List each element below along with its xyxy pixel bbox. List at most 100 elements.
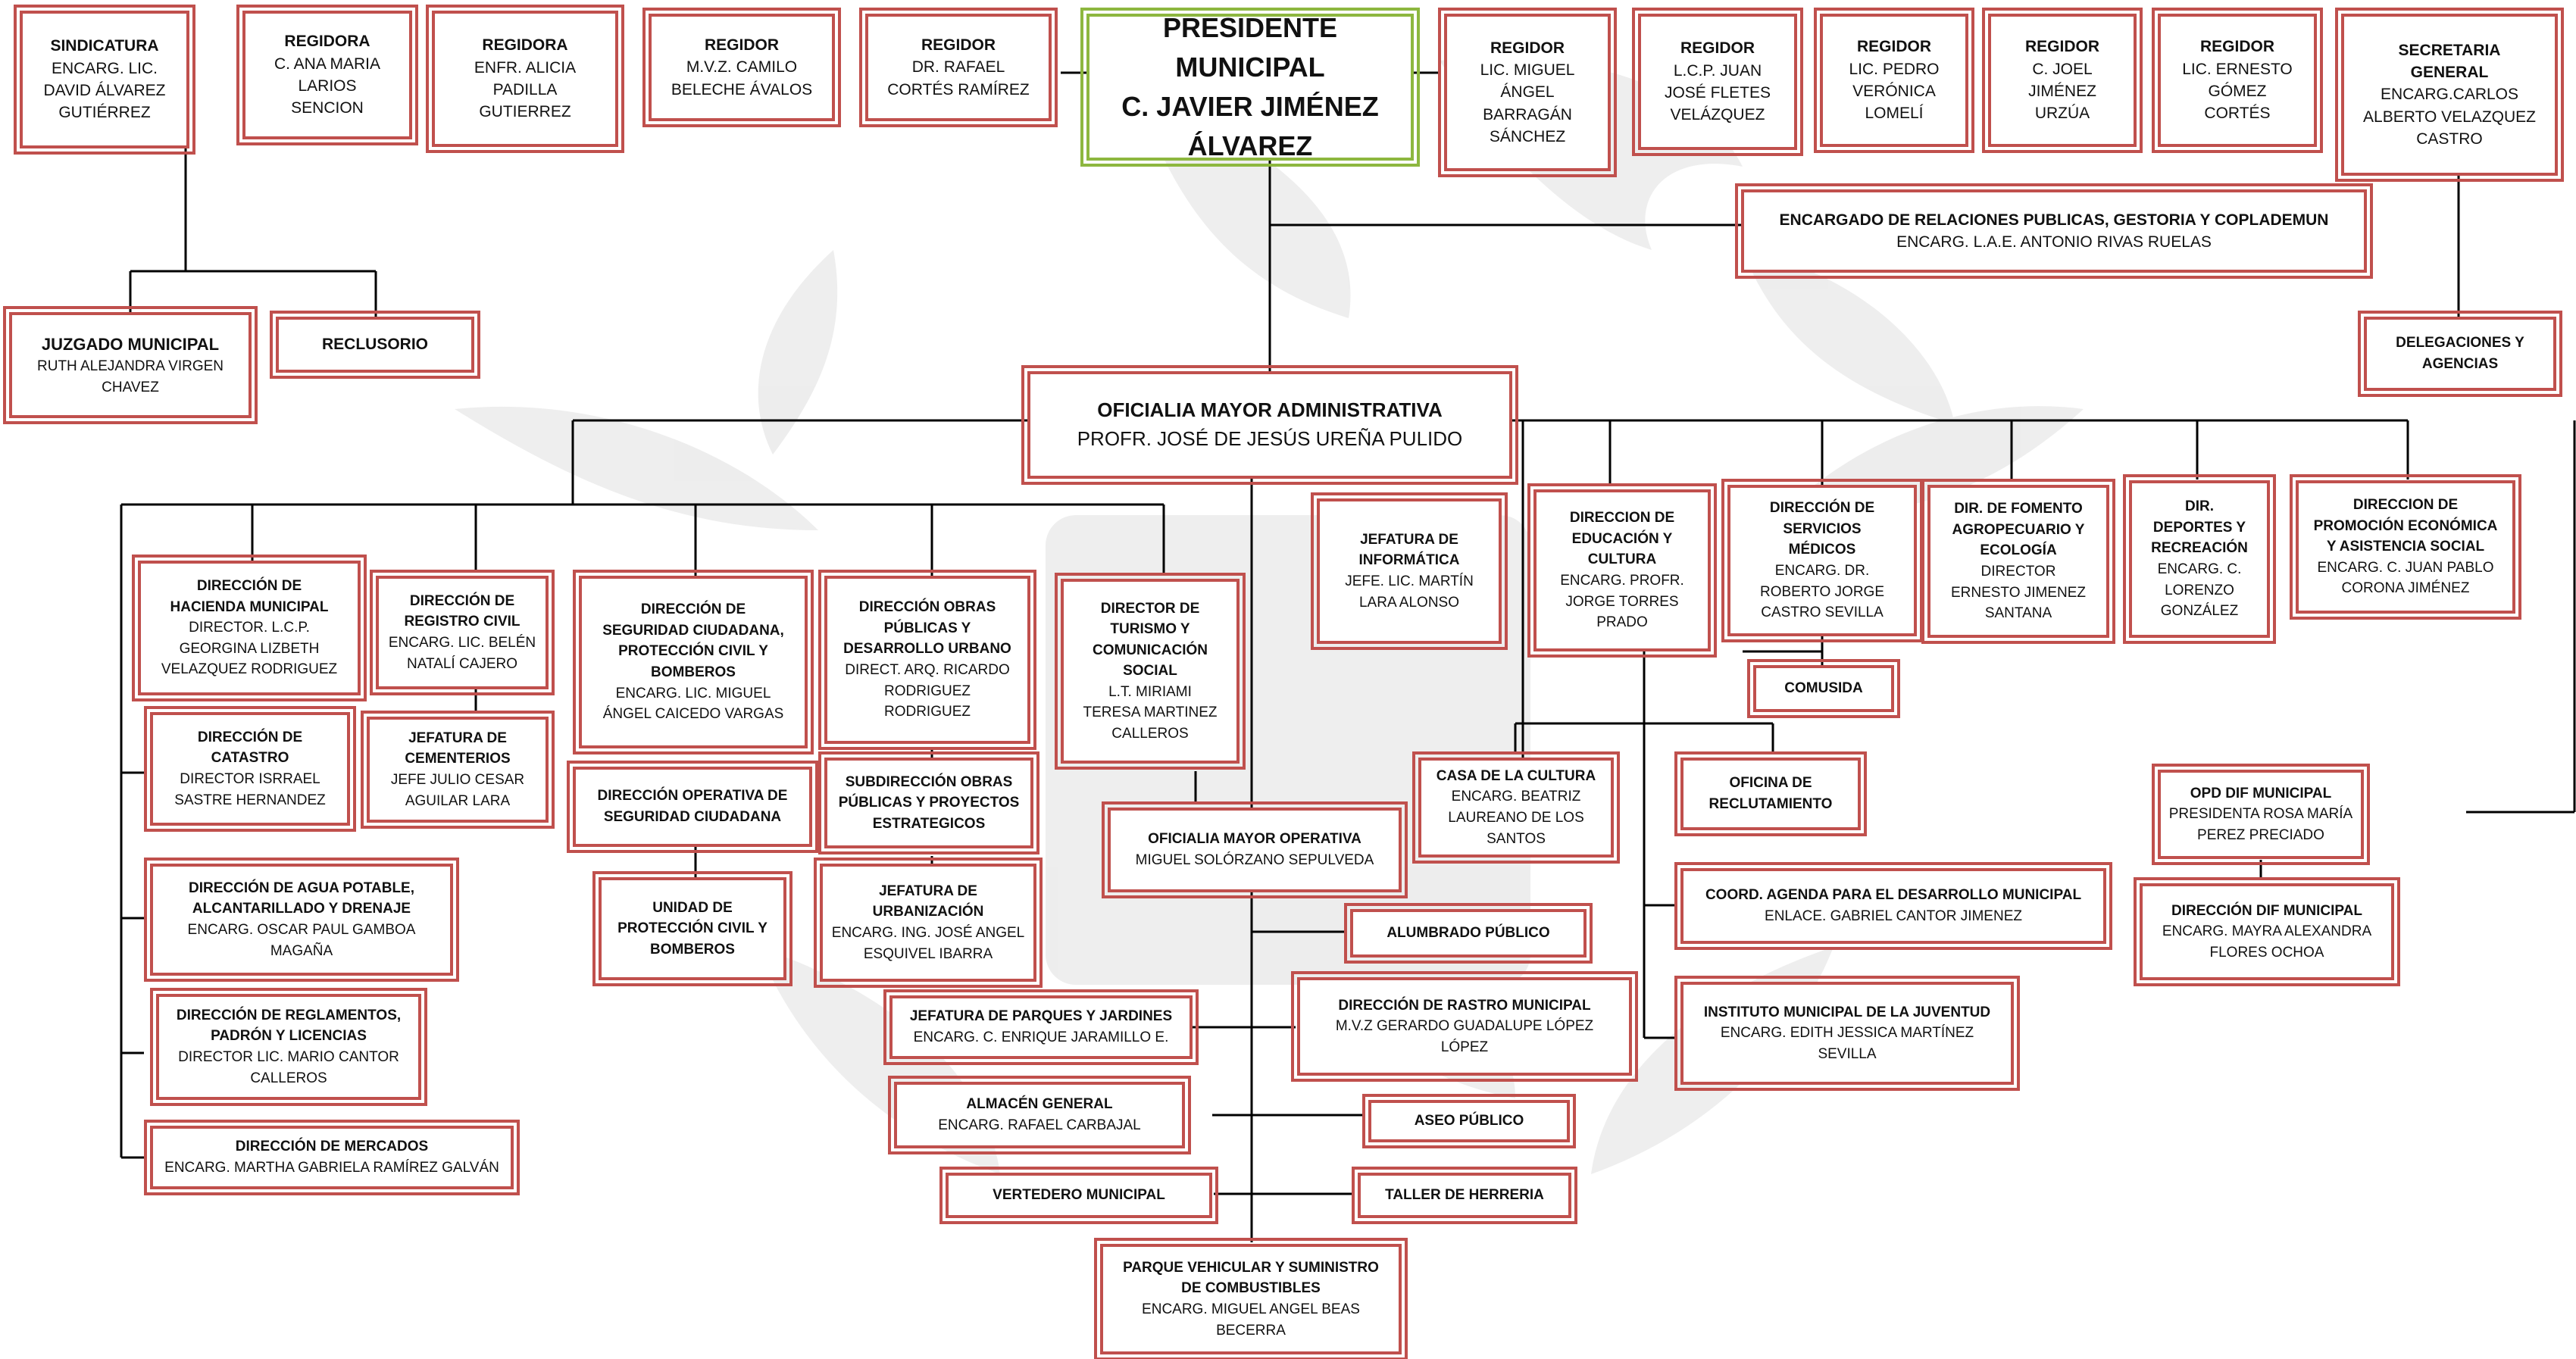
obras-publicas-body: DIRECT. ARQ. RICARDO RODRIGUEZ RODRIGUEZ [845, 662, 1010, 720]
coord-agenda-box: COORD. AGENDA PARA EL DESARROLLO MUNICIP… [1674, 862, 2112, 950]
oficialia-mayor-administrativa-body: PROFR. JOSÉ DE JESÚS UREÑA PULIDO [1077, 427, 1463, 450]
regidor-pedro-body: LIC. PEDRO VERÓNICA LOMELÍ [1849, 60, 1940, 123]
sindicatura-title: SINDICATURA [50, 37, 159, 55]
juzgado-municipal-box: JUZGADO MUNICIPAL RUTH ALEJANDRA VIRGEN … [3, 306, 258, 424]
regidor-rafael-title: REGIDOR [921, 36, 996, 54]
hacienda-municipal-box: DIRECCIÓN DE HACIENDA MUNICIPAL DIRECTOR… [132, 555, 367, 701]
almacen-general-body: ENCARG. RAFAEL CARBAJAL [938, 1117, 1141, 1133]
informatica-title: JEFATURA DE INFORMÁTICA [1358, 531, 1460, 569]
regidor-ernesto-body: LIC. ERNESTO GÓMEZ CORTÉS [2182, 60, 2293, 123]
servicios-medicos-title: DIRECCIÓN DE SERVICIOS MÉDICOS [1769, 500, 1875, 558]
almacen-general-title: ALMACÉN GENERAL [966, 1096, 1113, 1113]
secretaria-general-box: SECRETARIA GENERAL ENCARG.CARLOS ALBERTO… [2335, 8, 2564, 182]
coord-agenda-title: COORD. AGENDA PARA EL DESARROLLO MUNICIP… [1705, 887, 2082, 904]
presidente-municipal-box: PRESIDENTE MUNICIPAL C. JAVIER JIMÉNEZ Á… [1080, 8, 1420, 167]
educacion-cultura-title: DIRECCION DE EDUCACIÓN Y CULTURA [1569, 510, 1675, 568]
educacion-cultura-body: ENCARG. PROFR. JORGE TORRES PRADO [1560, 573, 1684, 631]
oficialia-mayor-operativa-box: OFICIALIA MAYOR OPERATIVA MIGUEL SOLÓRZA… [1102, 801, 1408, 898]
delegaciones-title: DELEGACIONES Y AGENCIAS [2396, 335, 2524, 372]
relaciones-publicas-title: ENCARGADO DE RELACIONES PUBLICAS, GESTOR… [1779, 211, 2329, 229]
reclusorio-title: RECLUSORIO [321, 336, 428, 354]
registro-civil-title: DIRECCIÓN DE REGISTRO CIVIL [404, 592, 521, 630]
operativa-seguridad-title: DIRECCIÓN OPERATIVA DE SEGURIDAD CIUDADA… [597, 788, 788, 825]
seguridad-ciudadana-title: DIRECCIÓN DE SEGURIDAD CIUDADANA, PROTEC… [602, 601, 784, 680]
proteccion-civil-title: UNIDAD DE PROTECCIÓN CIVIL Y BOMBEROS [617, 899, 767, 958]
deportes-title: DIR. DEPORTES Y RECREACIÓN [2151, 498, 2248, 557]
fomento-agropecuario-box: DIR. DE FOMENTO AGROPECUARIO Y ECOLOGÍA … [1921, 479, 2115, 644]
relaciones-publicas-box: ENCARGADO DE RELACIONES PUBLICAS, GESTOR… [1735, 183, 2373, 279]
oficialia-mayor-administrativa-box: OFICIALIA MAYOR ADMINISTRATIVA PROFR. JO… [1021, 365, 1518, 485]
obras-publicas-title: DIRECCIÓN OBRAS PÚBLICAS Y DESARROLLO UR… [843, 599, 1011, 658]
agua-potable-title: DIRECCIÓN DE AGUA POTABLE, ALCANTARILLAD… [188, 879, 415, 917]
regidor-ernesto-box: REGIDOR LIC. ERNESTO GÓMEZ CORTÉS [2152, 8, 2323, 153]
regidor-juan-box: REGIDOR L.C.P. JUAN JOSÉ FLETES VELÁZQUE… [1632, 8, 1803, 156]
regidor-camilo-box: REGIDOR M.V.Z. CAMILO BELECHE ÁVALOS [642, 8, 841, 127]
regidor-joel-title: REGIDOR [2024, 38, 2099, 56]
cementerios-title: JEFATURA DE CEMENTERIOS [405, 729, 511, 767]
rastro-municipal-title: DIRECCIÓN DE RASTRO MUNICIPAL [1338, 997, 1591, 1014]
direccion-dif-body: ENCARG. MAYRA ALEXANDRA FLORES OCHOA [2162, 923, 2372, 961]
reglamentos-body: DIRECTOR LIC. MARIO CANTOR CALLEROS [178, 1049, 399, 1086]
urbanizacion-title: JEFATURA DE URBANIZACIÓN [872, 883, 984, 920]
reglamentos-title: DIRECCIÓN DE REGLAMENTOS, PADRÓN Y LICEN… [176, 1007, 402, 1045]
aseo-publico-box: ASEO PÚBLICO [1362, 1094, 1576, 1148]
direccion-dif-box: DIRECCIÓN DIF MUNICIPAL ENCARG. MAYRA AL… [2134, 877, 2400, 986]
urbanizacion-body: ENCARG. ING. JOSÉ ANGEL ESQUIVEL IBARRA [831, 925, 1025, 962]
reglamentos-box: DIRECCIÓN DE REGLAMENTOS, PADRÓN Y LICEN… [150, 988, 427, 1106]
casa-cultura-title: CASA DE LA CULTURA [1436, 767, 1596, 784]
regidora-2-title: REGIDORA [482, 36, 568, 55]
servicios-medicos-body: ENCARG. DR. ROBERTO JORGE CASTRO SEVILLA [1760, 563, 1884, 621]
reclutamiento-title: OFICINA DE RECLUTAMIENTO [1708, 775, 1833, 812]
seguridad-ciudadana-body: ENCARG. LIC. MIGUEL ÁNGEL CAICEDO VARGAS [602, 685, 784, 723]
cementerios-box: JEFATURA DE CEMENTERIOS JEFE JULIO CESAR… [361, 711, 555, 829]
coord-agenda-body: ENLACE. GABRIEL CANTOR JIMENEZ [1765, 908, 2022, 924]
regidor-miguel-body: LIC. MIGUEL ÁNGEL BARRAGÁN SÁNCHEZ [1480, 61, 1575, 146]
proteccion-civil-box: UNIDAD DE PROTECCIÓN CIVIL Y BOMBEROS [592, 871, 792, 986]
seguridad-ciudadana-box: DIRECCIÓN DE SEGURIDAD CIUDADANA, PROTEC… [573, 570, 814, 754]
parque-vehicular-title: PARQUE VEHICULAR Y SUMINISTRO DE COMBUST… [1123, 1259, 1379, 1297]
taller-herreria-title: TALLER DE HERRERIA [1385, 1187, 1544, 1204]
servicios-medicos-box: DIRECCIÓN DE SERVICIOS MÉDICOS ENCARG. D… [1721, 479, 1923, 642]
urbanizacion-box: JEFATURA DE URBANIZACIÓN ENCARG. ING. JO… [814, 858, 1043, 988]
turismo-box: DIRECTOR DE TURISMO Y COMUNICACIÓN SOCIA… [1055, 573, 1246, 770]
registro-civil-body: ENCARG. LIC. BELÉN NATALÍ CAJERO [388, 635, 536, 672]
deportes-box: DIR. DEPORTES Y RECREACIÓN ENCARG. C. LO… [2123, 474, 2276, 644]
relaciones-publicas-body: ENCARG. L.A.E. ANTONIO RIVAS RUELAS [1896, 233, 2212, 251]
opd-dif-box: OPD DIF MUNICIPAL PRESIDENTA ROSA MARÍA … [2152, 764, 2370, 865]
registro-civil-box: DIRECCIÓN DE REGISTRO CIVIL ENCARG. LIC.… [370, 570, 555, 695]
regidor-joel-body: C. JOEL JIMÉNEZ URZÚA [2028, 60, 2096, 123]
juzgado-municipal-body: RUTH ALEJANDRA VIRGEN CHAVEZ [37, 358, 224, 395]
fomento-agropecuario-body: DIRECTOR ERNESTO JIMENEZ SANTANA [1950, 564, 2087, 622]
regidor-pedro-box: REGIDOR LIC. PEDRO VERÓNICA LOMELÍ [1814, 8, 1974, 153]
regidor-pedro-title: REGIDOR [1856, 38, 1931, 56]
parque-vehicular-body: ENCARG. MIGUEL ANGEL BEAS BECERRA [1142, 1301, 1360, 1339]
juventud-body: ENCARG. EDITH JESSICA MARTÍNEZ SEVILLA [1720, 1025, 1974, 1062]
promocion-economica-box: DIRECCION DE PROMOCIÓN ECONÓMICA Y ASIST… [2290, 474, 2521, 620]
oficialia-mayor-administrativa-title: OFICIALIA MAYOR ADMINISTRATIVA [1097, 398, 1443, 422]
alumbrado-publico-title: ALUMBRADO PÚBLICO [1386, 925, 1550, 942]
juventud-box: INSTITUTO MUNICIPAL DE LA JUVENTUD ENCAR… [1674, 976, 2020, 1091]
casa-cultura-box: CASA DE LA CULTURA ENCARG. BEATRIZ LAURE… [1412, 751, 1620, 864]
mercados-box: DIRECCIÓN DE MERCADOS ENCARG. MARTHA GAB… [144, 1120, 520, 1195]
juzgado-municipal-title: JUZGADO MUNICIPAL [41, 334, 220, 354]
rastro-municipal-body: M.V.Z GERARDO GUADALUPE LÓPEZ LÓPEZ [1335, 1018, 1594, 1055]
subdireccion-obras-title: SUBDIRECCIÓN OBRAS PÚBLICAS Y PROYECTOS … [838, 773, 1020, 832]
informatica-box: JEFATURA DE INFORMÁTICA JEFE. LIC. MARTÍ… [1311, 492, 1508, 650]
direccion-dif-title: DIRECCIÓN DIF MUNICIPAL [2171, 902, 2362, 919]
comusida-title: COMUSIDA [1784, 680, 1863, 697]
regidor-juan-body: L.C.P. JUAN JOSÉ FLETES VELÁZQUEZ [1664, 61, 1771, 124]
promocion-economica-body: ENCARG. C. JUAN PABLO CORONA JIMÉNEZ [2317, 559, 2494, 597]
obras-publicas-box: DIRECCIÓN OBRAS PÚBLICAS Y DESARROLLO UR… [818, 570, 1036, 750]
regidora-1-title: REGIDORA [284, 33, 370, 51]
subdireccion-obras-box: SUBDIRECCIÓN OBRAS PÚBLICAS Y PROYECTOS … [818, 751, 1039, 854]
rastro-municipal-box: DIRECCIÓN DE RASTRO MUNICIPAL M.V.Z GERA… [1291, 971, 1638, 1082]
regidora-1-body: C. ANA MARIA LARIOS SENCION [274, 55, 381, 117]
promocion-economica-title: DIRECCION DE PROMOCIÓN ECONÓMICA Y ASIST… [2313, 497, 2498, 555]
alumbrado-publico-box: ALUMBRADO PÚBLICO [1344, 903, 1593, 964]
casa-cultura-body: ENCARG. BEATRIZ LAUREANO DE LOS SANTOS [1448, 789, 1584, 847]
regidor-camilo-body: M.V.Z. CAMILO BELECHE ÁVALOS [671, 58, 813, 98]
regidora-1-box: REGIDORA C. ANA MARIA LARIOS SENCION [236, 5, 418, 145]
reclusorio-box: RECLUSORIO [270, 311, 480, 379]
agua-potable-body: ENCARG. OSCAR PAUL GAMBOA MAGAÑA [187, 922, 416, 959]
parque-vehicular-box: PARQUE VEHICULAR Y SUMINISTRO DE COMBUST… [1094, 1238, 1408, 1359]
